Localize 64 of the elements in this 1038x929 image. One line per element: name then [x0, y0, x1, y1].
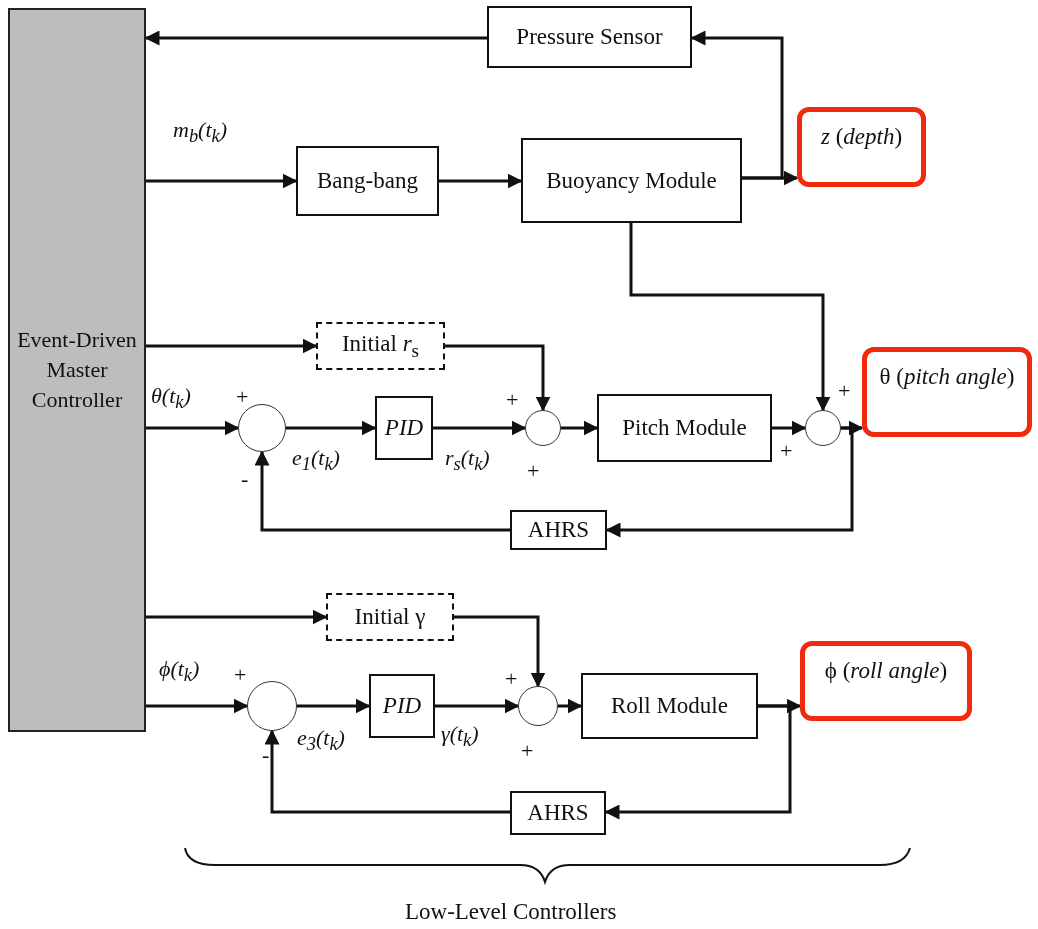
- sign-label: +: [236, 386, 249, 408]
- sensor-block: [487, 6, 692, 68]
- controller-block: [8, 8, 146, 732]
- block-label: Bang-bang: [317, 168, 418, 194]
- arrow: [561, 420, 599, 436]
- sign-label: +: [838, 380, 851, 402]
- sign-label: -: [241, 468, 249, 490]
- sensor-block: [510, 791, 606, 835]
- arrow: [439, 173, 523, 189]
- summing-junction: [238, 404, 286, 452]
- arrow: [146, 173, 298, 189]
- sign-label: +: [780, 440, 793, 462]
- summing-junction: [805, 410, 841, 446]
- controller-block: [375, 396, 433, 460]
- sign-label: +: [527, 460, 540, 482]
- arrow: [297, 698, 371, 714]
- process-block: [296, 146, 439, 216]
- arrow: [629, 223, 831, 412]
- block-label: Buoyancy Module: [546, 167, 717, 194]
- summing-junction: [518, 686, 558, 726]
- sensor-block: [510, 510, 607, 550]
- arrow: [146, 609, 328, 625]
- sign-label: -: [262, 744, 270, 766]
- arrow: [146, 420, 240, 436]
- summing-junction: [525, 410, 561, 446]
- arrow: [264, 729, 510, 814]
- block-label: Event-Driven Master Controller: [16, 326, 138, 414]
- arrow: [454, 615, 546, 688]
- group-caption: Low-Level Controllers: [405, 900, 617, 923]
- sign-label: +: [506, 389, 519, 411]
- arrow: [435, 698, 520, 714]
- block-label: AHRS: [527, 517, 590, 543]
- arrow: [146, 338, 318, 354]
- dashed-block: [326, 593, 454, 641]
- sign-label: +: [234, 664, 247, 686]
- block-label: Pressure Sensor: [516, 24, 663, 50]
- output-label: z (depth): [820, 124, 903, 150]
- arrow: [286, 420, 377, 436]
- block-label: Initial γ: [354, 604, 426, 630]
- block-label: Initial r$_{s}$: [341, 330, 420, 362]
- block-label: PID: [384, 415, 424, 441]
- sign-label: +: [505, 668, 518, 690]
- process-block: [581, 673, 758, 739]
- arrow: [558, 698, 583, 714]
- controller-block: [369, 674, 435, 738]
- block-label: Pitch Module: [622, 415, 747, 441]
- output-label: ϕ (roll angle): [824, 658, 948, 684]
- block-label: Roll Module: [611, 693, 728, 719]
- sign-label: +: [521, 740, 534, 762]
- arrow: [146, 698, 249, 714]
- arrow: [445, 344, 551, 412]
- dashed-block: [316, 322, 445, 370]
- output-label: θ (pitch angle): [879, 364, 1015, 390]
- process-block: [521, 138, 742, 223]
- output-callout: [800, 641, 972, 721]
- output-callout: [862, 347, 1032, 437]
- process-block: [597, 394, 772, 462]
- block-label: PID: [382, 693, 422, 719]
- arrow: [772, 420, 807, 436]
- output-callout: [797, 107, 926, 187]
- arrow: [433, 420, 527, 436]
- block-label: AHRS: [527, 800, 589, 826]
- arrow: [254, 450, 510, 532]
- summing-junction: [247, 681, 297, 731]
